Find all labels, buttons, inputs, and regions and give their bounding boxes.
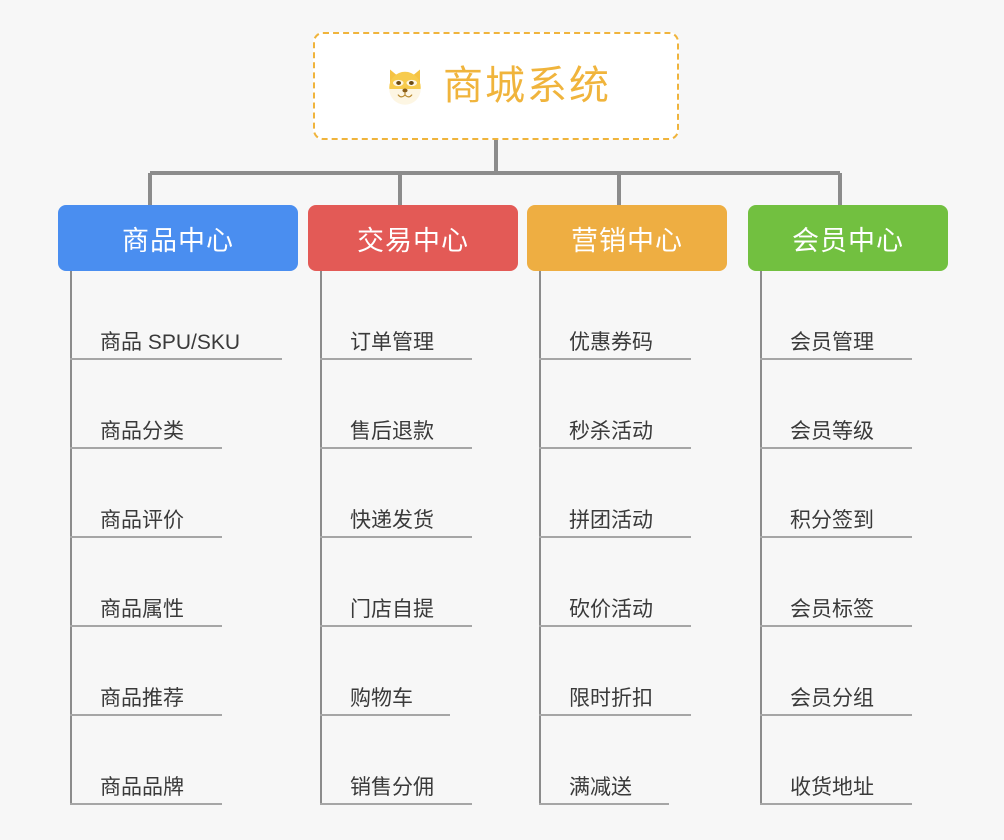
leaf-item[interactable]: 限时折扣	[527, 627, 727, 716]
leaf-underline	[539, 358, 691, 360]
leaf-label: 商品推荐	[100, 687, 184, 710]
leaf-label: 优惠券码	[569, 331, 653, 354]
leaf-underline	[760, 714, 912, 716]
branch-spine-1	[320, 271, 322, 805]
branch-header-label-1: 交易中心	[357, 225, 469, 256]
leaf-item[interactable]: 商品推荐	[58, 627, 298, 716]
leaf-label: 积分签到	[790, 509, 874, 532]
leaf-label: 商品评价	[100, 509, 184, 532]
leaf-underline	[70, 803, 222, 805]
root-node[interactable]: 商城系统	[313, 32, 679, 140]
leaf-item[interactable]: 拼团活动	[527, 449, 727, 538]
leaf-item[interactable]: 销售分佣	[308, 716, 518, 805]
branch-header-label-0: 商品中心	[122, 225, 234, 256]
leaf-underline	[760, 536, 912, 538]
leaf-label: 会员分组	[790, 687, 874, 710]
leaf-label: 订单管理	[350, 331, 434, 354]
leaf-underline	[760, 358, 912, 360]
branch-header-3[interactable]: 会员中心	[748, 205, 948, 271]
leaf-item[interactable]: 购物车	[308, 627, 518, 716]
leaf-label: 收货地址	[790, 776, 874, 799]
leaf-label: 拼团活动	[569, 509, 653, 532]
leaf-underline	[539, 536, 691, 538]
leaf-underline	[70, 714, 222, 716]
shiba-dog-face-icon	[381, 62, 429, 110]
leaf-underline	[320, 536, 472, 538]
branch-body-0: 商品 SPU/SKU 商品分类 商品评价 商品属性 商品推荐 商品品牌	[58, 271, 298, 805]
leaf-item[interactable]: 商品分类	[58, 360, 298, 449]
leaf-label: 商品 SPU/SKU	[100, 331, 241, 354]
leaf-label: 会员管理	[790, 331, 874, 354]
leaf-underline	[320, 625, 472, 627]
leaf-item[interactable]: 商品属性	[58, 538, 298, 627]
leaf-underline	[539, 803, 669, 805]
leaf-item[interactable]: 快递发货	[308, 449, 518, 538]
leaf-underline	[320, 447, 472, 449]
leaf-label: 限时折扣	[569, 687, 653, 710]
leaf-item[interactable]: 收货地址	[748, 716, 948, 805]
leaf-label: 门店自提	[350, 598, 434, 621]
leaf-underline	[760, 625, 912, 627]
leaf-item[interactable]: 砍价活动	[527, 538, 727, 627]
leaf-label: 商品品牌	[100, 776, 184, 799]
branch-header-2[interactable]: 营销中心	[527, 205, 727, 271]
leaf-label: 会员等级	[790, 420, 874, 443]
leaf-label: 销售分佣	[350, 776, 434, 799]
branch-header-label-2: 营销中心	[571, 225, 683, 256]
leaf-underline	[539, 714, 691, 716]
leaf-underline	[760, 803, 912, 805]
leaf-item[interactable]: 会员分组	[748, 627, 948, 716]
branch-body-1: 订单管理 售后退款 快递发货 门店自提 购物车 销售分佣	[308, 271, 518, 805]
leaf-underline	[70, 625, 222, 627]
leaf-item[interactable]: 门店自提	[308, 538, 518, 627]
leaf-underline	[539, 447, 691, 449]
leaf-label: 商品属性	[100, 598, 184, 621]
root-title: 商城系统	[443, 64, 611, 108]
leaf-underline	[320, 803, 472, 805]
leaf-underline	[760, 447, 912, 449]
branch-spine-3	[760, 271, 762, 805]
leaf-underline	[70, 536, 222, 538]
leaf-label: 售后退款	[350, 420, 434, 443]
leaf-label: 快递发货	[350, 509, 434, 532]
branch-商品中心: 商品中心 商品 SPU/SKU 商品分类 商品评价 商品属性 商品推荐	[58, 205, 298, 805]
branch-header-1[interactable]: 交易中心	[308, 205, 518, 271]
branch-body-3: 会员管理 会员等级 积分签到 会员标签 会员分组 收货地址	[748, 271, 948, 805]
leaf-label: 会员标签	[790, 598, 874, 621]
leaf-item[interactable]: 会员等级	[748, 360, 948, 449]
branch-交易中心: 交易中心 订单管理 售后退款 快递发货 门店自提 购物车	[308, 205, 518, 805]
branch-header-label-3: 会员中心	[792, 225, 904, 256]
leaf-underline	[539, 625, 691, 627]
leaf-item[interactable]: 商品 SPU/SKU	[58, 271, 298, 360]
leaf-label: 商品分类	[100, 420, 184, 443]
leaf-item[interactable]: 商品评价	[58, 449, 298, 538]
leaf-item[interactable]: 积分签到	[748, 449, 948, 538]
leaf-underline	[320, 358, 472, 360]
leaf-item[interactable]: 商品品牌	[58, 716, 298, 805]
leaf-item[interactable]: 秒杀活动	[527, 360, 727, 449]
leaf-underline	[70, 447, 222, 449]
branch-body-2: 优惠券码 秒杀活动 拼团活动 砍价活动 限时折扣 满减送	[527, 271, 727, 805]
branch-header-0[interactable]: 商品中心	[58, 205, 298, 271]
branch-营销中心: 营销中心 优惠券码 秒杀活动 拼团活动 砍价活动 限时折扣	[527, 205, 727, 805]
leaf-underline	[320, 714, 450, 716]
leaf-item[interactable]: 优惠券码	[527, 271, 727, 360]
branch-会员中心: 会员中心 会员管理 会员等级 积分签到 会员标签 会员分组	[748, 205, 948, 805]
leaf-label: 满减送	[569, 776, 632, 799]
leaf-item[interactable]: 订单管理	[308, 271, 518, 360]
leaf-label: 砍价活动	[569, 598, 653, 621]
leaf-item[interactable]: 会员管理	[748, 271, 948, 360]
branch-spine-0	[70, 271, 72, 805]
leaf-item[interactable]: 售后退款	[308, 360, 518, 449]
leaf-label: 秒杀活动	[569, 420, 653, 443]
leaf-label: 购物车	[350, 687, 413, 710]
leaf-item[interactable]: 会员标签	[748, 538, 948, 627]
leaf-underline	[70, 358, 282, 360]
branch-spine-2	[539, 271, 541, 805]
leaf-item[interactable]: 满减送	[527, 716, 727, 805]
